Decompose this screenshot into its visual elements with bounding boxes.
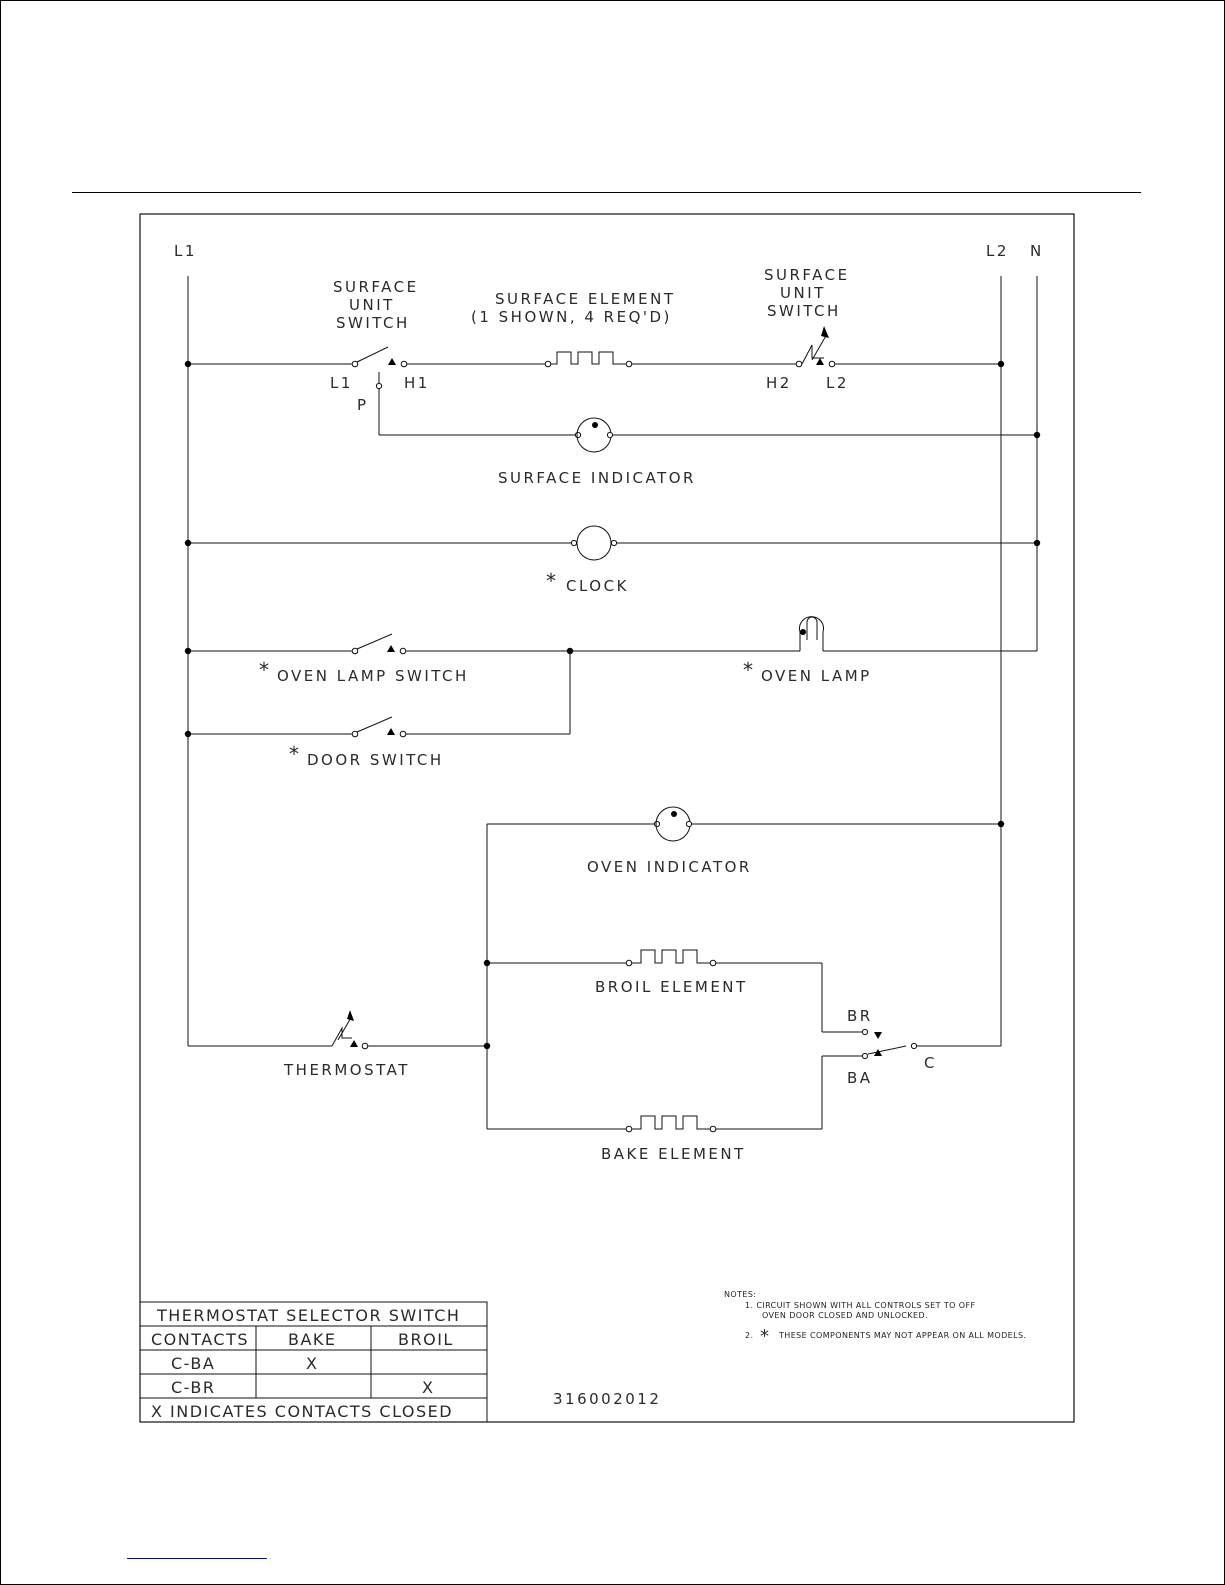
table-header-contacts: CONTACTS bbox=[151, 1330, 249, 1349]
line-l1-label: L1 bbox=[174, 242, 197, 260]
table-cell-cbr-broil: X bbox=[422, 1378, 434, 1397]
table-footer: X INDICATES CONTACTS CLOSED bbox=[151, 1402, 453, 1421]
broil-element-label: BROIL ELEMENT bbox=[595, 978, 748, 996]
surface-element-circuit bbox=[184, 326, 1005, 435]
table-cell-cbr: C-BR bbox=[171, 1378, 215, 1397]
thermostat-label: THERMOSTAT bbox=[283, 1061, 410, 1079]
broil-element-circuit bbox=[483, 949, 882, 1039]
table-header-broil: BROIL bbox=[398, 1330, 454, 1349]
selector-br-label: BR bbox=[847, 1007, 873, 1025]
clock-asterisk: * bbox=[546, 569, 559, 593]
door-switch-label: DOOR SWITCH bbox=[307, 751, 444, 769]
header-rule bbox=[72, 192, 1141, 193]
line-n-label: N bbox=[1030, 242, 1044, 260]
table-title: THERMOSTAT SELECTOR SWITCH bbox=[156, 1306, 460, 1325]
oven-indicator-label: OVEN INDICATOR bbox=[587, 858, 752, 876]
surface-element-label-2: (1 SHOWN, 4 REQ'D) bbox=[471, 308, 672, 326]
clock-label: CLOCK bbox=[566, 577, 629, 595]
bake-element-label: BAKE ELEMENT bbox=[601, 1145, 746, 1163]
surface-indicator-label: SURFACE INDICATOR bbox=[498, 469, 696, 487]
terminal-h2-label: H2 bbox=[766, 374, 792, 392]
table-header-bake: BAKE bbox=[288, 1330, 337, 1349]
oven-lamp-switch-label: OVEN LAMP SWITCH bbox=[277, 667, 469, 685]
terminal-p-label: P bbox=[357, 396, 369, 414]
selector-table bbox=[139, 1301, 488, 1423]
selector-switch bbox=[822, 1042, 1001, 1060]
surface-switch-left-label-2: UNIT bbox=[349, 296, 395, 314]
terminal-l2-label: L2 bbox=[826, 374, 849, 392]
surface-element-label-1: SURFACE ELEMENT bbox=[495, 290, 676, 308]
door-switch-asterisk: * bbox=[289, 742, 302, 766]
surface-switch-left-label-1: SURFACE bbox=[333, 278, 419, 296]
oven-indicator-circuit bbox=[486, 806, 1005, 1129]
bake-element-circuit bbox=[487, 1056, 823, 1133]
oven-lamp-label: OVEN LAMP bbox=[761, 667, 872, 685]
note-1-line-2: OVEN DOOR CLOSED AND UNLOCKED. bbox=[762, 1311, 928, 1320]
part-number: 316002012 bbox=[553, 1390, 661, 1408]
line-l2-label: L2 bbox=[986, 242, 1009, 260]
note-1-line-1: 1. CIRCUIT SHOWN WITH ALL CONTROLS SET T… bbox=[745, 1301, 975, 1310]
thermostat-circuit bbox=[188, 1010, 491, 1050]
terminal-h1-label: H1 bbox=[404, 374, 430, 392]
surface-switch-left-label-3: SWITCH bbox=[336, 314, 410, 332]
selector-ba-label: BA bbox=[847, 1069, 873, 1087]
note-2-asterisk: * bbox=[760, 1326, 772, 1347]
bus-lines bbox=[187, 276, 1038, 1046]
diagram-border bbox=[139, 213, 1075, 1423]
oven-lamp-asterisk: * bbox=[743, 658, 756, 682]
surface-switch-right-label-1: SURFACE bbox=[764, 266, 850, 284]
oven-lamp-switch-asterisk: * bbox=[259, 658, 272, 682]
terminal-l1-label: L1 bbox=[330, 374, 353, 392]
surface-indicator-circuit bbox=[379, 417, 1041, 453]
table-cell-cba-bake: X bbox=[306, 1354, 318, 1373]
note-2-number: 2. bbox=[745, 1331, 753, 1340]
note-2-text: THESE COMPONENTS MAY NOT APPEAR ON ALL M… bbox=[778, 1331, 1026, 1340]
table-cell-cba: C-BA bbox=[171, 1354, 215, 1373]
footer-link-underline bbox=[127, 1558, 267, 1559]
clock-circuit bbox=[184, 525, 1041, 561]
surface-switch-right-label-3: SWITCH bbox=[767, 302, 841, 320]
selector-c-label: C bbox=[924, 1054, 937, 1072]
notes-heading: NOTES: bbox=[724, 1290, 756, 1299]
surface-switch-right-label-2: UNIT bbox=[780, 284, 826, 302]
door-switch-circuit bbox=[184, 651, 571, 738]
oven-lamp-circuit bbox=[184, 616, 1037, 655]
